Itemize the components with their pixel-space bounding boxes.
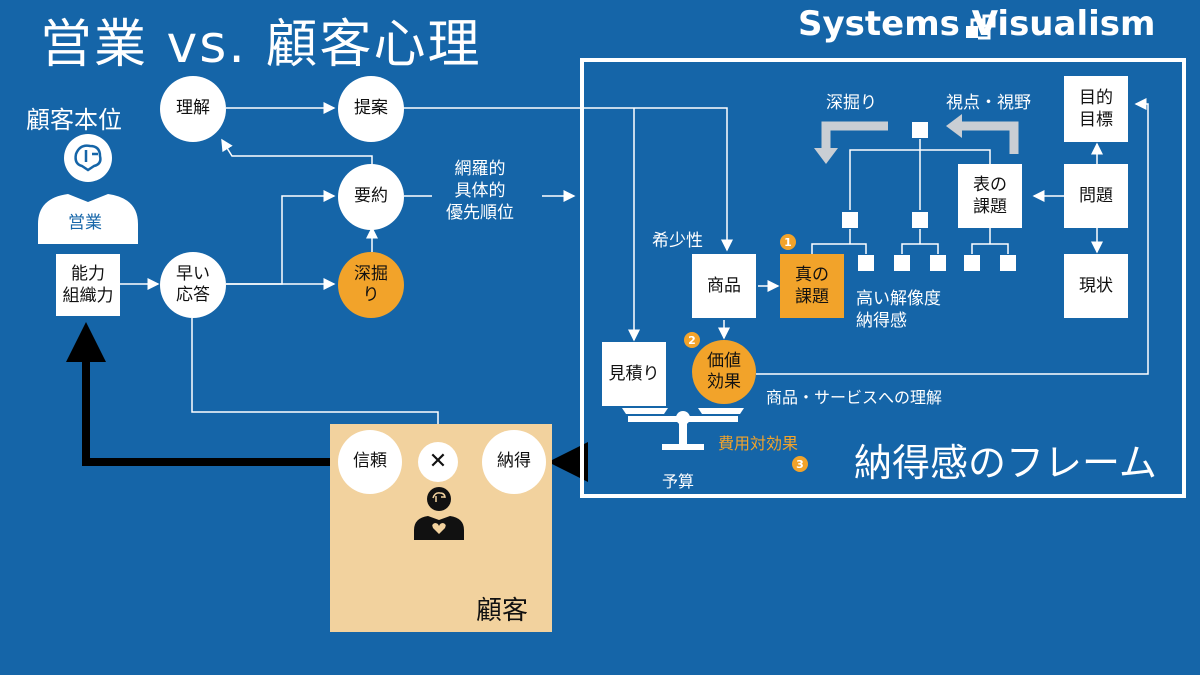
goal-box: 目的 目標 [1064, 76, 1128, 142]
capability-box: 能力 組織力 [56, 254, 120, 316]
true-issue-box: 真の 課題 [780, 254, 844, 318]
estimate-box: 見積り [602, 342, 666, 406]
tree-node [999, 254, 1017, 272]
times-node: ✕ [418, 442, 458, 482]
step-number-2: 2 [684, 332, 700, 348]
step-number-1: 1 [780, 234, 796, 250]
trust-node: 信頼 [338, 430, 402, 494]
deep-dive-node: 深掘 り [338, 252, 404, 318]
conviction-node: 納得 [482, 430, 546, 494]
frame-title: 納得感のフレーム [854, 441, 1157, 485]
understanding-node: 理解 [160, 76, 226, 142]
deep-dive-arrow-label: 深掘り [826, 93, 877, 113]
viewpoint-arrow-label: 視点・視野 [946, 93, 1031, 113]
tree-node [929, 254, 947, 272]
tree-node [841, 211, 859, 229]
budget-label: 予算 [662, 472, 695, 491]
logo-icon [966, 14, 996, 40]
customer-area-label: 顧客 [476, 596, 529, 626]
scarcity-label: 希少性 [652, 231, 703, 251]
page-title: 営業 vs. 顧客心理 [40, 15, 482, 75]
problem-box: 問題 [1064, 164, 1128, 228]
heart-head-icon [414, 487, 464, 540]
resolution-label: 高い解像度 納得感 [856, 289, 941, 332]
current-box: 現状 [1064, 254, 1128, 318]
tree-node [911, 211, 929, 229]
coverage-label: 網羅的 具体的 優先順位 [446, 159, 514, 224]
understanding-note-label: 商品・サービスへの理解 [766, 388, 943, 407]
cost-effectiveness-label: 費用対効果 [718, 434, 799, 453]
value-node: 価値 効果 [692, 340, 756, 404]
tree-node [893, 254, 911, 272]
quick-response-node: 早い 応答 [160, 252, 226, 318]
surface-issue-box: 表の 課題 [958, 164, 1022, 228]
customer-first-label: 顧客本位 [26, 106, 122, 134]
summary-node: 要約 [338, 164, 404, 230]
product-box: 商品 [692, 254, 756, 318]
proposal-node: 提案 [338, 76, 404, 142]
sales-person-label: 営業 [68, 213, 102, 233]
tree-node [911, 121, 929, 139]
tree-node [857, 254, 875, 272]
step-number-3: 3 [792, 456, 808, 472]
scale-icon [622, 408, 744, 450]
brain-head-icon [38, 134, 138, 244]
tree-node [963, 254, 981, 272]
